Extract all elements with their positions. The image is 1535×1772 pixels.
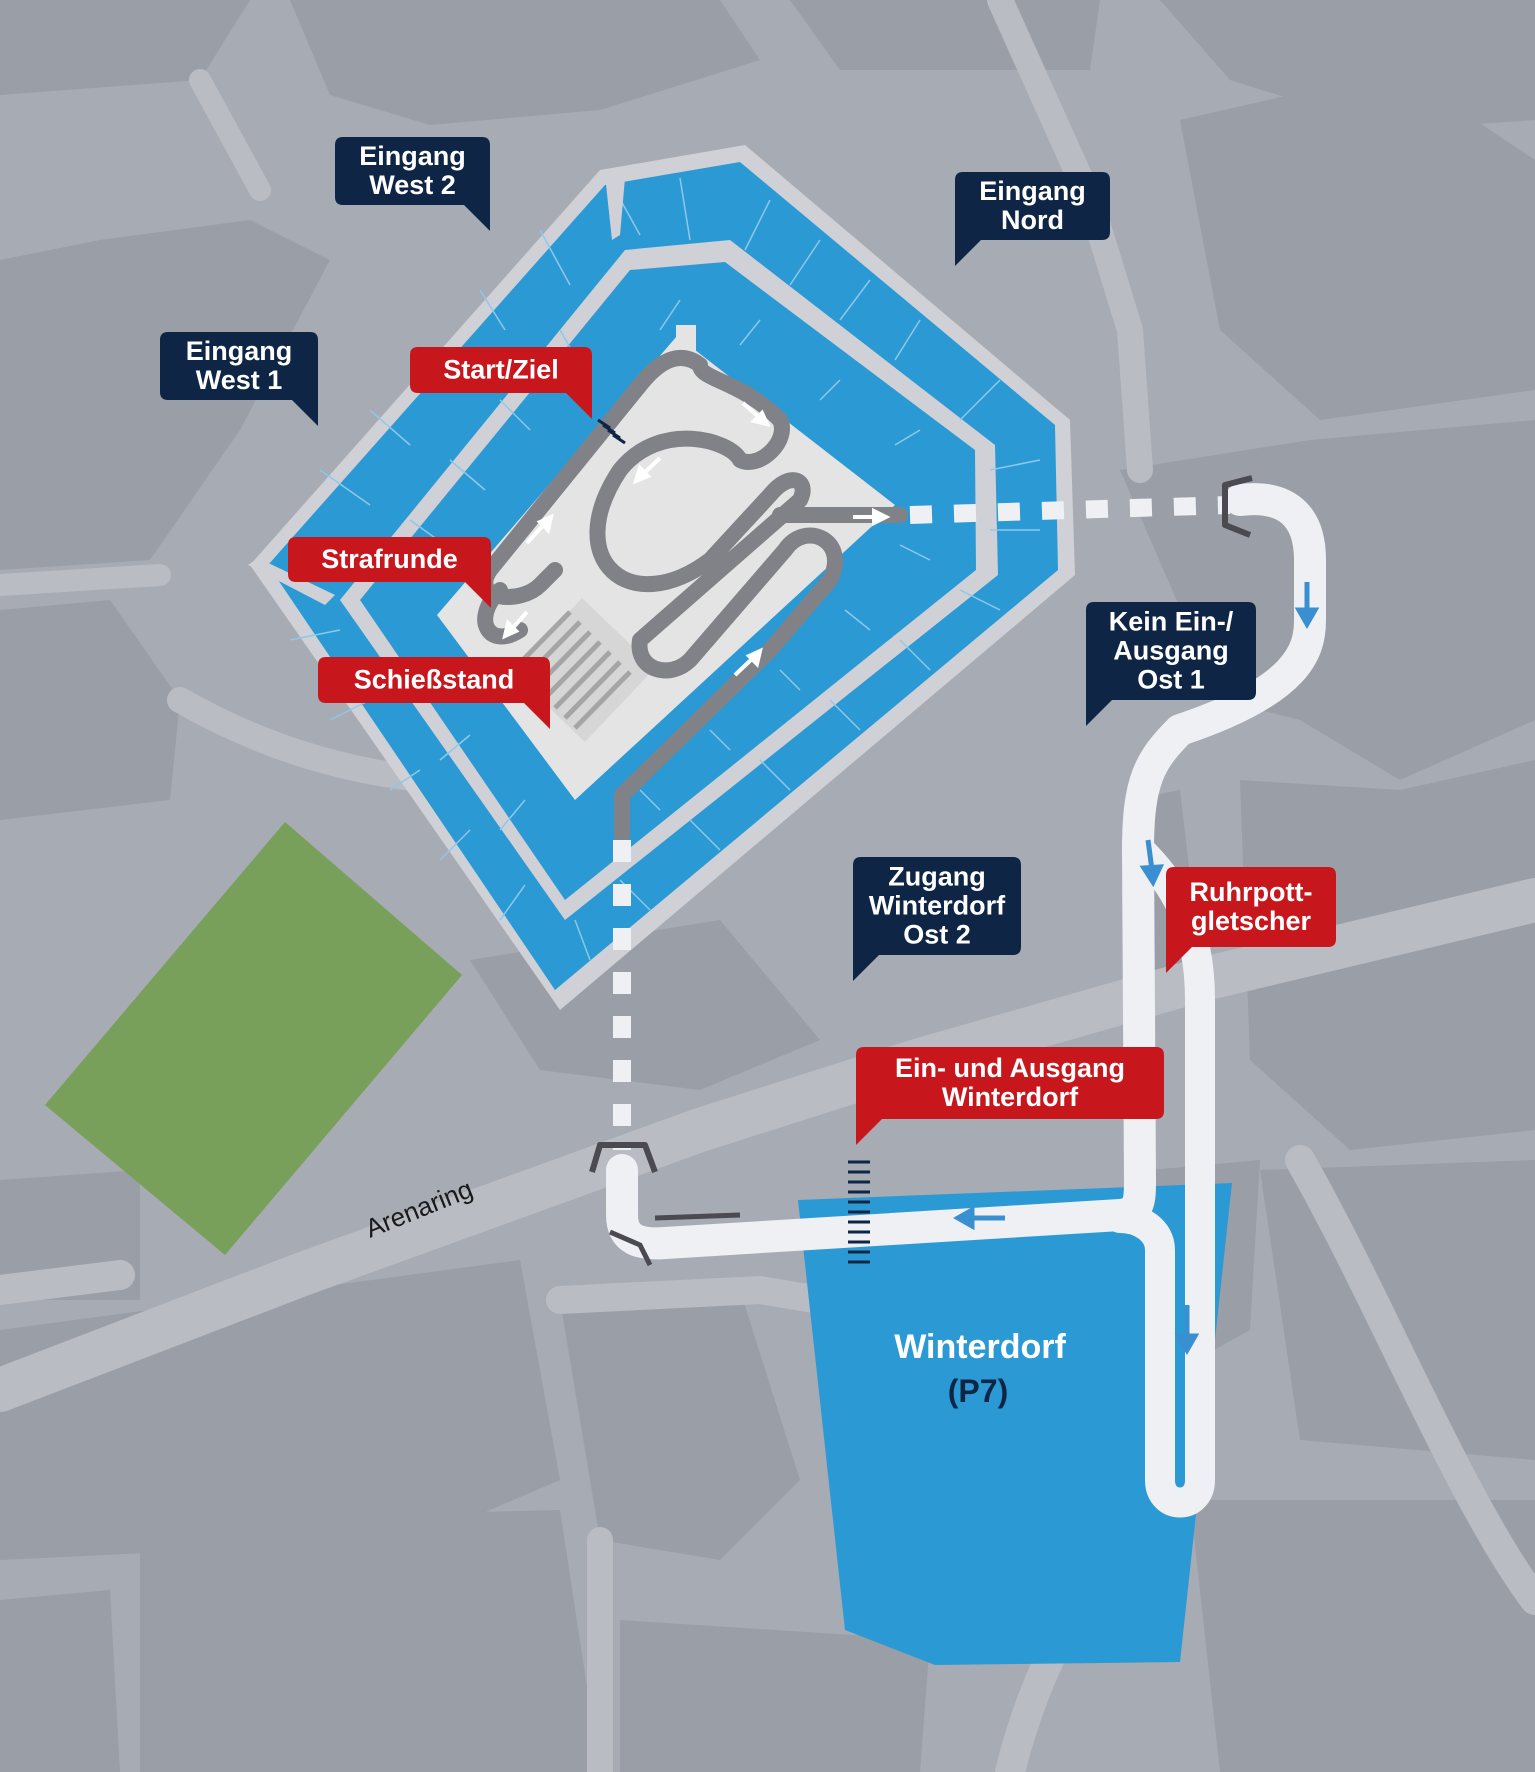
callout-text-line: Zugang [888,862,985,892]
gate-icon [589,1142,658,1174]
callout-text-line: Winterdorf [869,891,1006,921]
callout-text-line: gletscher [1191,906,1312,936]
callout-text-line: Ost 1 [1137,665,1205,695]
callout-text-line: Ausgang [1113,636,1229,666]
stadium-entrance-gap [605,175,625,240]
gate-icon [609,1212,741,1267]
callout-schiessstand: Schießstand [318,657,550,729]
crossing-stripes-icon [848,1160,870,1264]
callout-text-line: Strafrunde [321,544,458,574]
track-direction-arrows [502,401,891,677]
winterdorf-title: Winterdorf [894,1328,1066,1366]
seating-section-lines [289,177,1041,961]
callout-text-line: Start/Ziel [443,355,559,385]
callout-text-line: Ruhrpott- [1190,877,1313,907]
direction-arrow-icon [502,610,529,640]
callout-text-line: Nord [1001,205,1064,235]
callout-text-line: Winterdorf [942,1082,1079,1112]
route-arrows [952,582,1320,1356]
direction-arrow-icon [1294,582,1320,630]
callout-text-line: West 1 [196,365,283,395]
direction-arrow-icon [632,456,662,485]
callout-text-line: Ost 2 [903,920,971,950]
stadium [248,145,1075,1010]
arena-field-notch [676,325,696,355]
callout-text-line: Eingang [186,336,293,366]
direction-arrow-icon [1139,839,1165,888]
callout-ruhrpottgletscher: Ruhrpott-gletscher [1166,867,1336,973]
direction-arrow-icon [733,647,763,677]
callout-strafrunde: Strafrunde [288,537,491,608]
callout-text-line: Eingang [359,141,466,171]
sports-field [45,822,462,1255]
callout-text-line: Schießstand [354,665,515,695]
direction-arrow-icon [853,507,891,527]
route-dashes [613,496,1231,1150]
direction-arrow-icon [952,1205,1005,1231]
callout-start-ziel: Start/Ziel [410,347,592,419]
gate-icon [1222,475,1253,538]
winterdorf-parking-label: (P7) [948,1373,1008,1409]
callout-text-line: Ein- und Ausgang [895,1053,1125,1083]
callout-text-line: Kein Ein-/ [1109,607,1234,637]
direction-arrow-icon [1174,1305,1200,1356]
direction-arrow-icon [525,513,554,545]
callout-text-line: West 2 [369,170,456,200]
winterdorf-area [798,1183,1232,1665]
callout-text-line: Eingang [979,176,1086,206]
start-finish-line [597,418,626,445]
stadium-entrance-gap [248,558,335,605]
direction-arrow-icon [741,401,771,427]
